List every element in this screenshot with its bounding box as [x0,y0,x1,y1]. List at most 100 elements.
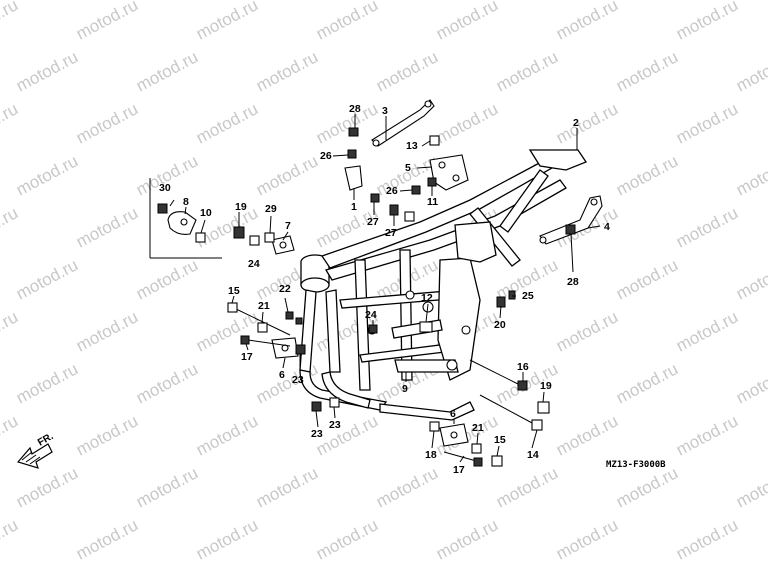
watermark-text: motod.ru [13,151,81,199]
watermark-text: motod.ru [253,151,321,199]
bracket-6-right [439,423,469,447]
watermark-text: motod.ru [373,47,441,95]
watermark-text: motod.ru [613,47,681,95]
part-number-label: 27 [367,216,379,228]
watermark-text: motod.ru [733,359,768,407]
watermark-text: motod.ru [373,463,441,511]
watermark-text: motod.ru [0,0,21,44]
part-number-label: 17 [453,464,465,476]
bracket-3 [371,99,435,147]
watermark-text: motod.ru [73,307,141,355]
watermark-text: motod.ru [613,359,681,407]
part-number-label: 23 [292,374,304,386]
part-number-label: 7 [285,220,291,232]
part-number-label: 14 [527,449,539,461]
bolt-15-right [491,455,503,467]
part-number-label: 6 [279,369,285,381]
bracket-6-left [271,337,299,359]
watermark-text: motod.ru [373,151,441,199]
watermark-text: motod.ru [313,515,381,563]
part-number-label: 30 [159,182,171,194]
watermark-text: motod.ru [733,47,768,95]
part-number-label: 13 [406,140,418,152]
watermark-text: motod.ru [553,515,621,563]
bracket-4 [539,195,603,245]
watermark-text: motod.ru [613,463,681,511]
watermark-text: motod.ru [553,411,621,459]
diagram-code: MZ13-F3000B [606,460,666,470]
watermark-text: motod.ru [73,0,141,44]
part-number-label: 10 [200,207,212,219]
bracket-7 [271,235,295,255]
watermark-text: motod.ru [133,463,201,511]
watermark-text: motod.ru [433,515,501,563]
watermark-text: motod.ru [193,0,261,44]
bolt-17-left [240,335,291,347]
part-number-label: 26 [320,150,332,162]
part-number-label: 6 [450,408,456,420]
watermark-text: motod.ru [733,463,768,511]
front-direction-arrow: FR. [16,431,56,469]
part-number-label: 18 [425,449,437,461]
part-number-label: 26 [386,185,398,197]
watermark-text: motod.ru [313,411,381,459]
part-number-label: 24 [248,258,260,270]
watermark-text: motod.ru [0,99,21,147]
watermark-text: motod.ru [193,411,261,459]
watermark-text: motod.ru [733,151,768,199]
watermark-text: motod.ru [553,99,621,147]
watermark-text: motod.ru [13,463,81,511]
part-number-label: 19 [235,201,247,213]
watermark-text: motod.ru [313,0,381,44]
watermark-text: motod.ru [313,99,381,147]
motorcycle-frame [299,149,587,421]
watermark-text: motod.ru [673,99,741,147]
part-number-label: 23 [311,428,323,440]
part-number-label: 11 [427,196,438,208]
watermark-text: motod.ru [253,463,321,511]
watermark-text: motod.ru [433,0,501,44]
watermark-text: motod.ru [433,99,501,147]
leader-lines [169,114,601,463]
watermark-text: motod.ru [493,47,561,95]
watermark-text: motod.ru [673,411,741,459]
watermark-text: motod.ru [673,203,741,251]
watermark-text: motod.ru [13,359,81,407]
watermark-text: motod.ru [493,463,561,511]
part-number-label: 15 [228,285,240,297]
watermark-text: motod.ru [73,99,141,147]
part-number-label: 28 [349,103,361,115]
watermark-text: motod.ru [13,47,81,95]
watermark-text: motod.ru [73,203,141,251]
part-number-label: 2 [573,117,579,129]
watermark-text: motod.ru [253,47,321,95]
part-number-label: 21 [472,422,484,434]
part-number-label: 19 [540,380,552,392]
watermark-text: motod.ru [553,0,621,44]
watermark-text: motod.ru [553,307,621,355]
part-number-label: 15 [494,434,506,446]
watermark-text: motod.ru [673,307,741,355]
part-number-label: 24 [365,309,377,321]
watermark-text: motod.ru [0,411,21,459]
watermark-text: motod.ru [733,255,768,303]
bracket-8 [167,211,197,235]
inset-box [149,178,222,259]
part-number-label: 23 [329,419,341,431]
watermark-text: motod.ru [193,99,261,147]
part-number-label: 21 [258,300,270,312]
part-number-label: 1 [351,201,357,213]
watermark-text: motod.ru [73,515,141,563]
part-number-label: 20 [494,319,506,331]
watermark-text: motod.ru [193,307,261,355]
part-number-label: 16 [517,361,529,373]
watermark-text: motod.ru [133,255,201,303]
watermark-text: motod.ru [0,307,21,355]
part-number-label: 22 [279,283,291,295]
part-number-label: 27 [385,227,397,239]
fasteners [157,127,576,454]
part-number-label: 12 [421,292,433,304]
part-number-label: 8 [183,196,189,208]
